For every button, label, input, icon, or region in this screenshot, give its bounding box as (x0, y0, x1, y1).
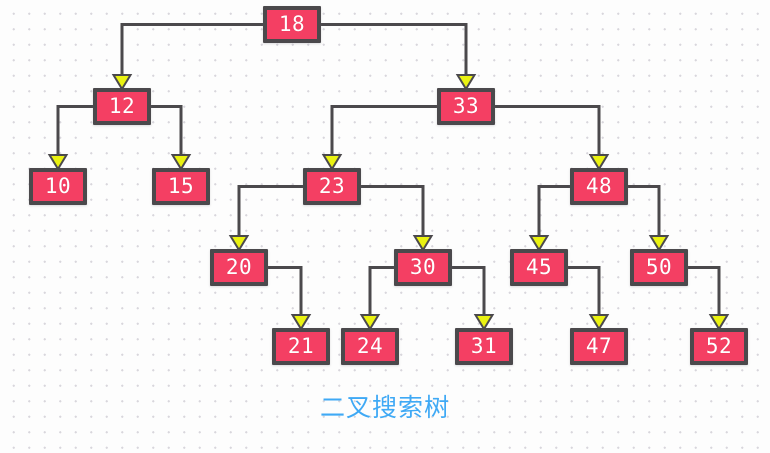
tree-node-label: 30 (409, 255, 437, 279)
tree-node-label: 45 (525, 255, 553, 279)
tree-edge-arrowhead-21 (290, 314, 312, 331)
tree-edge-33-to-23 (330, 105, 437, 155)
tree-edge-12-to-10 (56, 105, 93, 155)
tree-node-20[interactable]: 20 (210, 249, 268, 286)
tree-node-23[interactable]: 23 (303, 168, 361, 205)
tree-edge-arrowhead-50 (648, 235, 670, 252)
tree-edge-30-to-24 (368, 266, 394, 315)
tree-edge-12-to-15 (151, 105, 183, 155)
tree-edge-20-to-21 (268, 266, 303, 315)
tree-edge-arrowhead-12 (111, 74, 133, 91)
tree-node-47[interactable]: 47 (570, 328, 628, 365)
tree-node-15[interactable]: 15 (152, 168, 210, 205)
tree-edge-45-to-47 (568, 266, 601, 315)
tree-edge-18-to-33 (321, 23, 468, 75)
tree-edge-arrowhead-30 (412, 235, 434, 252)
tree-node-18[interactable]: 18 (263, 6, 321, 43)
tree-node-label: 21 (287, 334, 315, 358)
tree-node-10[interactable]: 10 (29, 168, 87, 205)
tree-edge-arrowhead-20 (228, 235, 250, 252)
tree-node-label: 33 (452, 94, 480, 118)
tree-node-label: 10 (44, 174, 72, 198)
tree-edge-50-to-52 (688, 266, 721, 315)
tree-edge-arrowhead-23 (321, 154, 343, 171)
tree-node-31[interactable]: 31 (455, 328, 513, 365)
tree-node-52[interactable]: 52 (690, 328, 748, 365)
tree-edge-arrowhead-10 (47, 154, 69, 171)
tree-edge-arrowhead-48 (588, 154, 610, 171)
tree-node-label: 48 (585, 174, 613, 198)
tree-edge-arrowhead-24 (359, 314, 381, 331)
tree-edge-23-to-20 (237, 185, 303, 236)
tree-edge-48-to-50 (628, 185, 661, 236)
tree-node-50[interactable]: 50 (630, 249, 688, 286)
tree-node-24[interactable]: 24 (341, 328, 399, 365)
tree-node-30[interactable]: 30 (394, 249, 452, 286)
tree-node-48[interactable]: 48 (570, 168, 628, 205)
tree-node-33[interactable]: 33 (437, 88, 495, 125)
tree-edge-48-to-45 (537, 185, 570, 236)
tree-node-label: 24 (356, 334, 384, 358)
diagram-caption: 二叉搜索树 (319, 393, 450, 422)
tree-edge-arrowhead-33 (455, 74, 477, 91)
tree-node-label: 15 (167, 174, 195, 198)
tree-node-label: 47 (585, 334, 613, 358)
tree-edge-18-to-12 (120, 23, 263, 75)
tree-edge-23-to-30 (361, 185, 425, 236)
tree-edge-arrowhead-47 (588, 314, 610, 331)
tree-node-label: 52 (705, 334, 733, 358)
tree-node-45[interactable]: 45 (510, 249, 568, 286)
tree-node-label: 20 (225, 255, 253, 279)
tree-node-label: 12 (108, 94, 136, 118)
tree-node-21[interactable]: 21 (272, 328, 330, 365)
tree-edge-30-to-31 (452, 266, 486, 315)
tree-edge-arrowhead-52 (708, 314, 730, 331)
tree-node-label: 23 (318, 174, 346, 198)
tree-node-label: 18 (278, 12, 306, 36)
tree-edge-arrowhead-45 (528, 235, 550, 252)
tree-edge-33-to-48 (495, 105, 601, 155)
tree-edge-arrowhead-31 (473, 314, 495, 331)
tree-edge-arrowhead-15 (170, 154, 192, 171)
tree-node-label: 31 (470, 334, 498, 358)
tree-node-12[interactable]: 12 (93, 88, 151, 125)
tree-node-label: 50 (645, 255, 673, 279)
